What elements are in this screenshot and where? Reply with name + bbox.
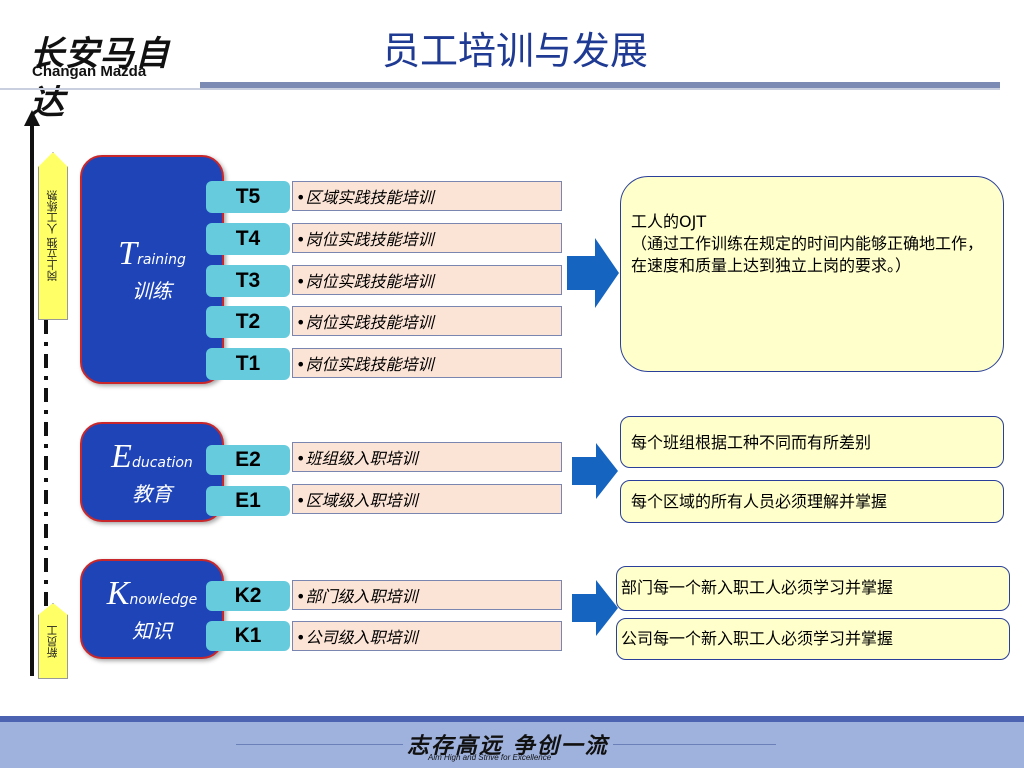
- footer-slogan-cn: 志存高远 争创一流: [403, 728, 613, 760]
- training-initial: T: [118, 235, 138, 272]
- training-item-t5: •区域实践技能培训: [292, 181, 562, 211]
- knowledge-word: nowledge: [129, 592, 198, 608]
- training-item-t3: •岗位实践技能培训: [292, 265, 562, 295]
- tag-t5: T5: [206, 181, 290, 213]
- training-item-t4: •岗位实践技能培训: [292, 223, 562, 253]
- tag-t4: T4: [206, 223, 290, 255]
- training-cn: 训练: [132, 279, 172, 303]
- training-result-title: 工人的OJT: [631, 212, 707, 231]
- knowledge-item-k1: •公司级入职培训: [292, 621, 562, 651]
- knowledge-block: Knowledge 知识: [80, 559, 224, 659]
- education-result-e1: 每个区域的所有人员必须理解并掌握: [620, 480, 1004, 523]
- education-initial: E: [111, 438, 132, 475]
- training-item-t1: •岗位实践技能培训: [292, 348, 562, 378]
- training-word: raining: [137, 252, 186, 268]
- training-arrow-icon: [567, 238, 619, 308]
- axis-bottom-badge: 新员工: [38, 603, 68, 679]
- training-result-box: 工人的OJT （通过工作训练在规定的时间内能够正确地工作，在速度和质量上达到独立…: [620, 176, 1004, 372]
- education-cn: 教育: [132, 482, 172, 506]
- title-divider: [200, 82, 1000, 88]
- progress-axis-dashed: [44, 320, 48, 630]
- training-block: Training 训练: [80, 155, 224, 384]
- tag-k1: K1: [206, 621, 290, 651]
- education-arrow-icon: [572, 443, 618, 499]
- axis-arrow-icon: [24, 110, 40, 126]
- title-divider-thin: [0, 88, 1000, 90]
- company-logo-english: Changan Mazda: [32, 63, 147, 80]
- training-result-body: （通过工作训练在规定的时间内能够正确地工作，在速度和质量上达到独立上岗的要求。）: [631, 234, 984, 275]
- tag-e1: E1: [206, 486, 290, 516]
- education-result-e2: 每个班组根据工种不同而有所差别: [620, 416, 1004, 468]
- education-word: ducation: [131, 455, 193, 471]
- education-item-e2: •班组级入职培训: [292, 442, 562, 472]
- knowledge-cn: 知识: [132, 619, 172, 643]
- knowledge-result-k2: 部门每一个新入职工人必须学习并掌握: [616, 566, 1010, 611]
- education-item-e1: •区域级入职培训: [292, 484, 562, 514]
- knowledge-initial: K: [106, 575, 130, 612]
- tag-e2: E2: [206, 445, 290, 475]
- knowledge-item-k2: •部门级入职培训: [292, 580, 562, 610]
- training-item-t2: •岗位实践技能培训: [292, 306, 562, 336]
- progress-axis: [30, 124, 34, 676]
- footer-top-line: [0, 716, 1024, 722]
- axis-top-badge: 岗上立独 人工练熟: [38, 152, 68, 320]
- tag-t3: T3: [206, 265, 290, 297]
- knowledge-result-k1: 公司每一个新入职工人必须学习并掌握: [616, 618, 1010, 660]
- axis-top-label: 岗上立独 人工练熟: [46, 190, 59, 282]
- tag-k2: K2: [206, 581, 290, 611]
- education-block: Education 教育: [80, 422, 224, 522]
- knowledge-arrow-icon: [572, 580, 618, 636]
- page-title: 员工培训与发展: [381, 29, 648, 73]
- tag-t2: T2: [206, 306, 290, 338]
- footer-slogan-en: Aim High and Strive for Excellence: [428, 753, 552, 762]
- tag-t1: T1: [206, 348, 290, 380]
- axis-bottom-label: 新员工: [46, 624, 59, 658]
